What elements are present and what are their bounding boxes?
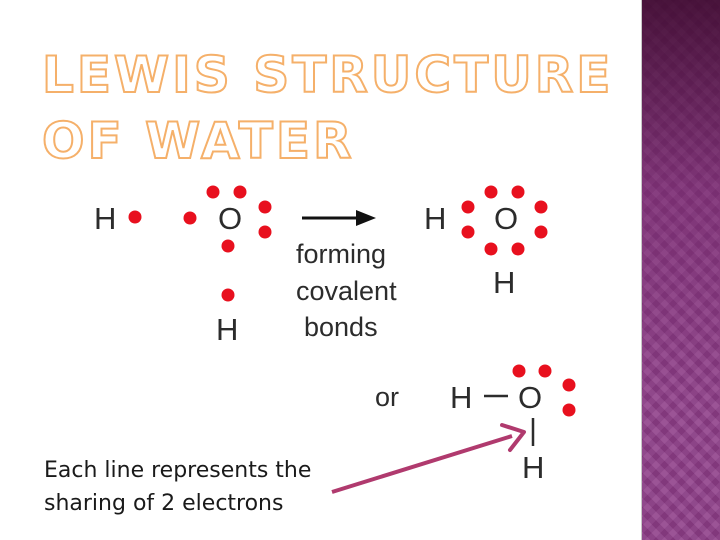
electron-dot: [511, 185, 525, 199]
line-structure-hydrogen-bottom-symbol: H: [522, 450, 544, 485]
explanation-note-line-2: sharing of 2 electrons: [44, 491, 284, 516]
product-oxygen-symbol: O: [494, 201, 518, 236]
decorative-side-bar: [641, 0, 720, 540]
electron-dot: [562, 378, 576, 392]
reaction-caption-line-3: bonds: [304, 312, 378, 342]
electron-dot: [538, 364, 552, 378]
electron-dot: [512, 364, 526, 378]
electron-dot: [258, 200, 272, 214]
electron-dot: [221, 239, 235, 253]
reactant-hydrogen-bottom-symbol: H: [216, 312, 238, 347]
reaction-caption-line-1: forming: [296, 239, 386, 269]
electron-dot: [461, 200, 475, 214]
lewis-structure-diagram: H O H forming covalent bonds H O H or H …: [94, 185, 576, 494]
reactant-oxygen-symbol: O: [218, 201, 242, 236]
electron-dot: [461, 225, 475, 239]
or-label: or: [375, 382, 399, 412]
electron-dot: [484, 185, 498, 199]
reaction-arrow-head: [356, 210, 376, 226]
electron-dot: [534, 200, 548, 214]
pointer-arrow-shaft: [331, 434, 513, 494]
line-structure-hydrogen-symbol: H: [450, 380, 472, 415]
reaction-caption-line-2: covalent: [296, 276, 397, 306]
electron-dot: [562, 403, 576, 417]
electron-dot: [258, 225, 272, 239]
product-hydrogen-bottom-symbol: H: [493, 265, 515, 300]
electron-dot: [534, 225, 548, 239]
line-structure-oxygen-symbol: O: [518, 380, 542, 415]
electron-dot: [511, 242, 525, 256]
product-hydrogen-symbol: H: [424, 201, 446, 236]
electron-dot: [233, 185, 247, 199]
explanation-note: Each line represents the sharing of 2 el…: [44, 454, 311, 520]
electron-dot: [128, 210, 142, 224]
explanation-note-line-1: Each line represents the: [44, 458, 312, 483]
electron-dot: [183, 211, 197, 225]
reactant-hydrogen-left-symbol: H: [94, 201, 116, 236]
slide-title: Lewis Structure of Water: [41, 45, 614, 171]
electron-dot: [221, 288, 235, 302]
electron-dot: [484, 242, 498, 256]
pointer-arrow-head: [500, 423, 526, 452]
electron-dot: [206, 185, 220, 199]
